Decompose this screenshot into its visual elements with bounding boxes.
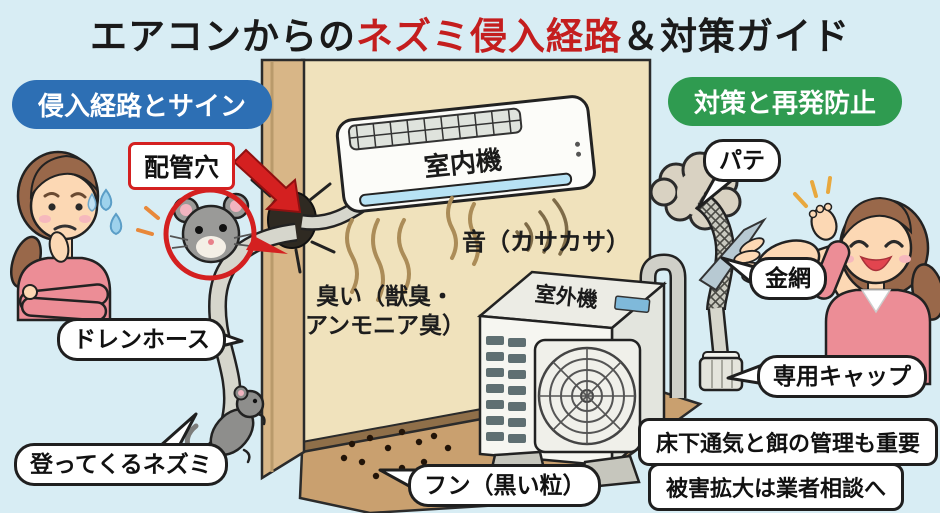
climbing-mouse-label: 登ってくるネズミ [14, 443, 228, 486]
outdoor-pipe [639, 253, 687, 398]
sound-label: 音（カサカサ） [462, 229, 630, 256]
red-arrow [232, 148, 302, 214]
note-consult: 被害拡大は業者相談へ [648, 463, 905, 511]
smell-label-line1: 臭い（獣臭・ [316, 283, 454, 309]
smell-label-line2: アンモニア臭） [304, 311, 466, 338]
pipe-hole-label: 配管穴 [128, 142, 236, 190]
cap-label: 専用キャップ [757, 355, 927, 398]
droppings-label: フン（黒い粒） [408, 464, 602, 507]
cap-illustration [698, 351, 744, 392]
drain-hose-label: ドレンホース [57, 318, 226, 361]
badge-entry-routes: 侵入経路とサイン [12, 80, 273, 129]
title-part3: ＆対策ガイド [622, 16, 850, 57]
mouse-highlight-circle [163, 187, 288, 281]
page-title: エアコンからのネズミ侵入経路＆対策ガイド [0, 6, 940, 60]
smell-label: 臭い（獣臭・ アンモニア臭） [295, 282, 475, 340]
indoor-unit-illustration: 室内機 [335, 95, 596, 213]
title-part1: エアコンからの [90, 16, 356, 57]
title-highlight: ネズミ侵入経路 [356, 16, 622, 57]
note-underfloor: 床下通気と餌の管理も重要 [638, 418, 939, 466]
putty-label: パテ [703, 139, 781, 182]
smell-wisps [345, 196, 480, 302]
mouse-peeking-illustration [136, 192, 253, 264]
sound-waves [515, 198, 569, 256]
wire-mesh-label: 金網 [749, 257, 827, 300]
outdoor-unit-illustration: 室外機 [476, 270, 668, 490]
droppings-dots [340, 428, 452, 480]
badge-countermeasures: 対策と再発防止 [668, 77, 903, 126]
worried-woman-illustration [10, 150, 123, 322]
